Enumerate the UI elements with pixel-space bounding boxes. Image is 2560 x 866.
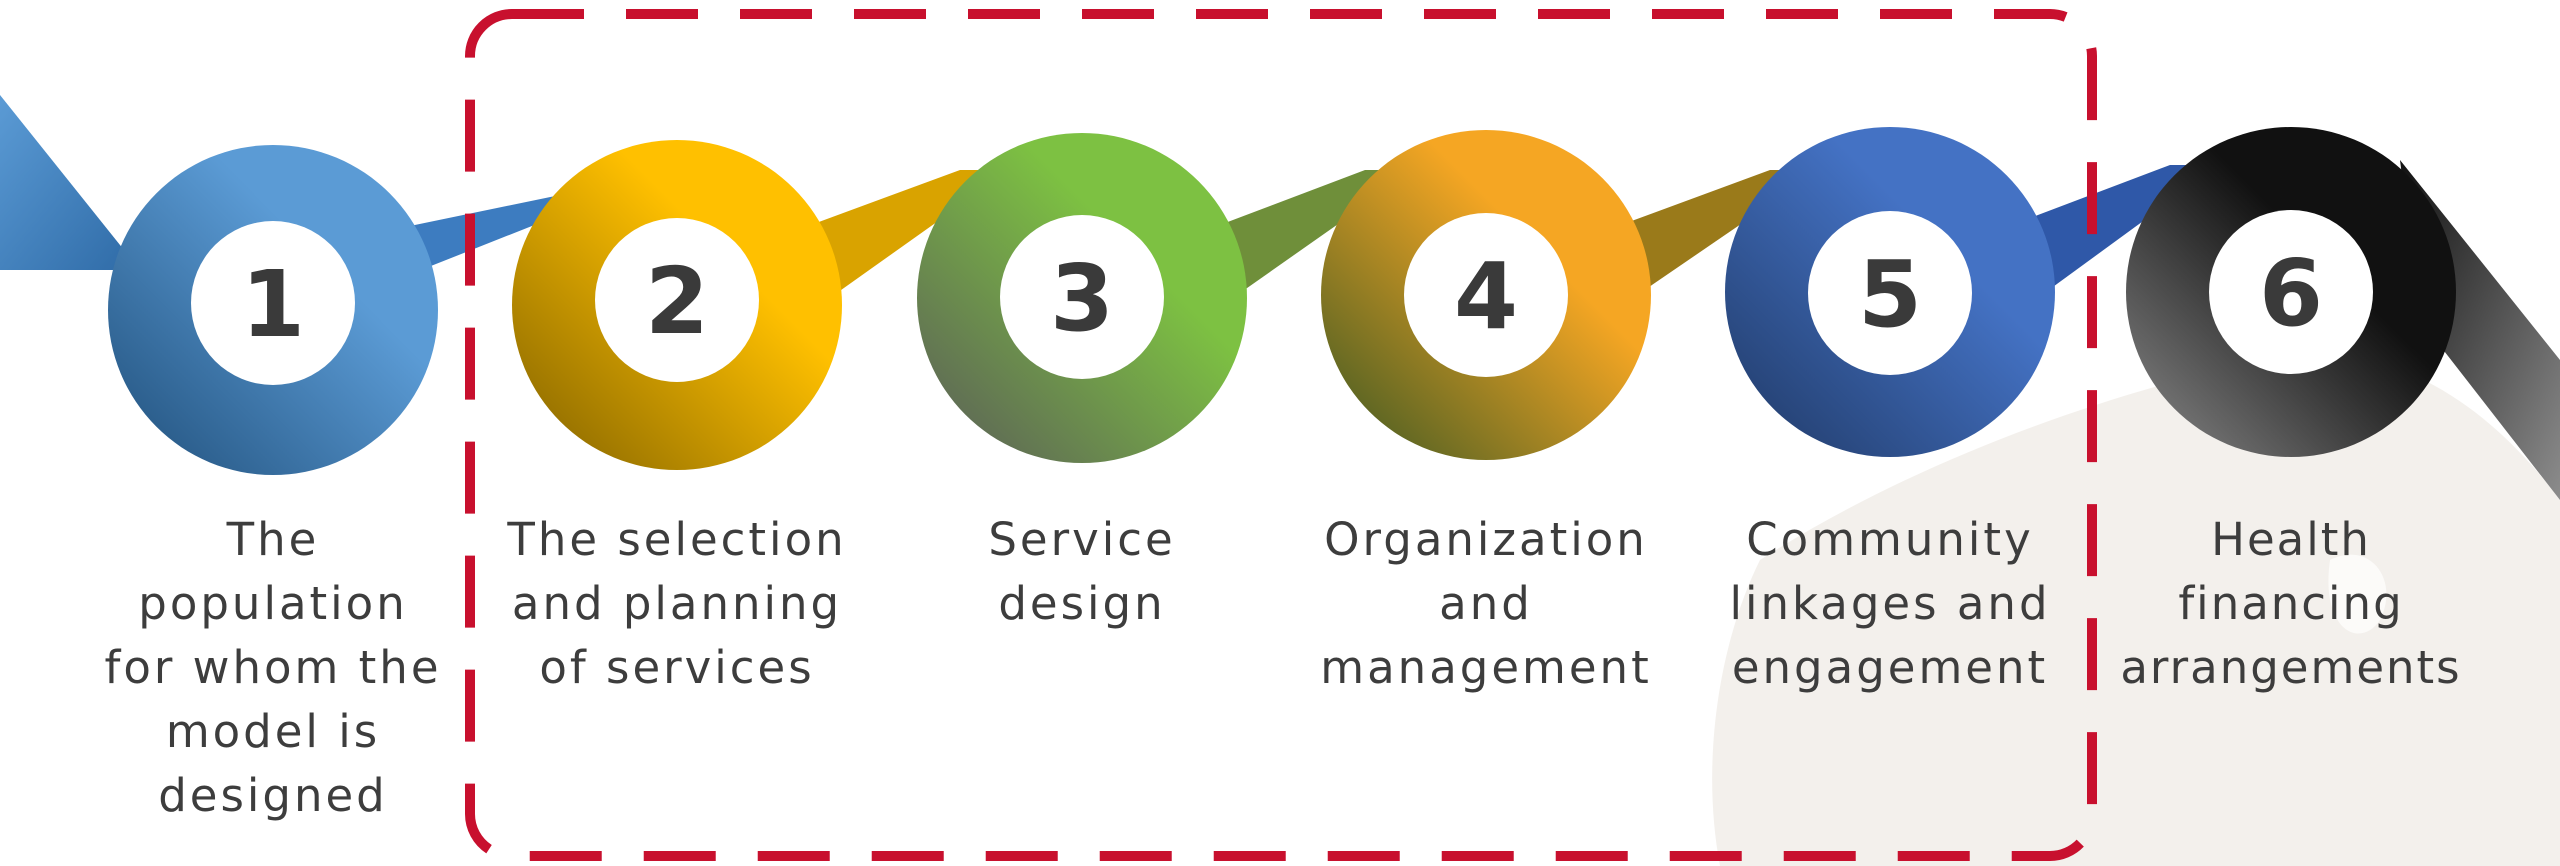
step-label-5: Community linkages and engagement <box>1729 513 2051 694</box>
background-map-shape <box>1712 354 2560 866</box>
step-label-1: The population for whom the model is des… <box>104 513 442 822</box>
step-label-3: Service design <box>988 513 1176 630</box>
highlight-group-border <box>465 9 2097 861</box>
step-label-2: The selection and planning of services <box>507 513 847 694</box>
step-circle-3: 3 <box>917 133 1247 463</box>
step-number-1: 1 <box>241 251 305 358</box>
step-label-4: Organization and management <box>1320 513 1652 694</box>
step-number-5: 5 <box>1858 241 1922 348</box>
step-circle-6: 6 <box>2126 127 2456 457</box>
step-circle-1: 1 <box>108 145 438 475</box>
step-circle-2: 2 <box>512 140 842 470</box>
step-circle-4: 4 <box>1321 130 1651 460</box>
step-number-2: 2 <box>645 248 709 355</box>
step-number-4: 4 <box>1454 243 1518 350</box>
step-circle-5: 5 <box>1725 127 2055 457</box>
step-label-6: Health financing arrangements <box>2120 513 2462 694</box>
step-number-6: 6 <box>2259 240 2323 347</box>
ribbon-lead-in <box>0 95 140 270</box>
step-number-3: 3 <box>1050 245 1114 352</box>
